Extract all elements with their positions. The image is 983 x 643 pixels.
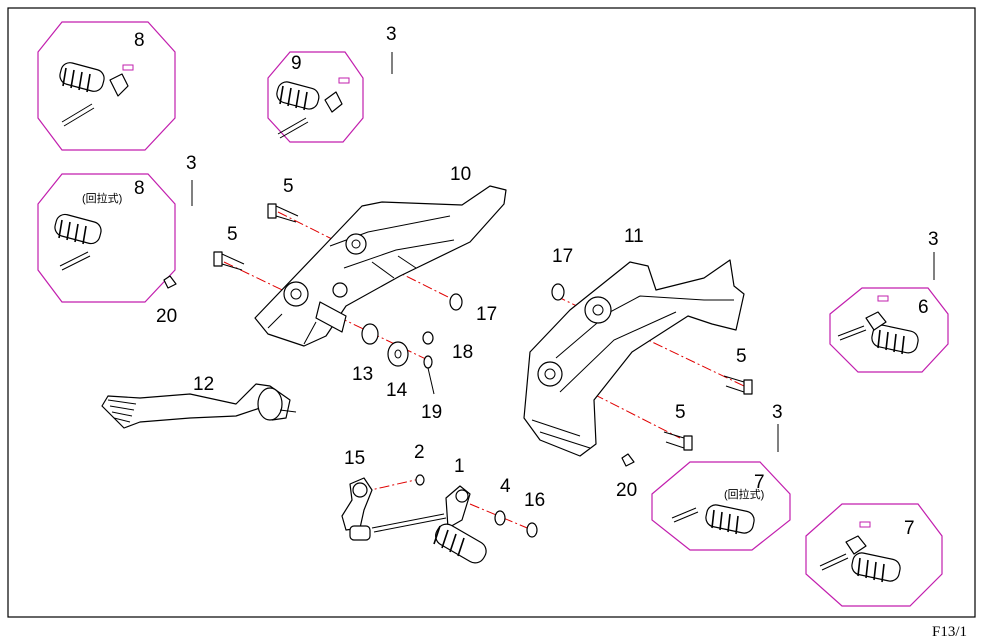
page-code: F13/1 xyxy=(932,624,967,640)
callout-9: 9 xyxy=(291,53,302,74)
callout-3: 3 xyxy=(186,153,197,174)
callout-5: 5 xyxy=(283,176,294,197)
diagram-frame xyxy=(7,7,976,618)
footpeg-kit-8-top xyxy=(37,21,176,151)
callout-3: 3 xyxy=(772,402,783,423)
callout-8: 8 xyxy=(134,30,145,51)
callout-19: 19 xyxy=(421,402,442,423)
left-footrest-bracket xyxy=(254,185,507,347)
callout-7: 7 xyxy=(754,472,765,493)
bolt-5-right-upper xyxy=(723,375,753,395)
callout-3: 3 xyxy=(928,229,939,250)
bolt-5-upper-left xyxy=(267,203,299,223)
callout-labels: 8 9 3 3 8 (回拉式) 20 10 5 5 17 18 13 14 19… xyxy=(82,24,939,539)
callout-15: 15 xyxy=(344,448,365,469)
callout-17: 17 xyxy=(552,246,573,267)
callout-8: 8 xyxy=(134,178,145,199)
footpeg-kit-7 xyxy=(805,503,943,607)
footpeg-kit-7-returnable xyxy=(651,461,791,551)
callout-6: 6 xyxy=(918,297,929,318)
callout-5: 5 xyxy=(736,346,747,367)
callout-3: 3 xyxy=(386,24,397,45)
footpeg-kit-8-returnable xyxy=(37,173,176,303)
washers-and-nuts xyxy=(163,275,635,538)
footpeg-kit-6 xyxy=(829,287,949,373)
callout-16: 16 xyxy=(524,490,545,511)
right-footrest-bracket xyxy=(523,259,745,457)
footpeg-kit-9 xyxy=(267,51,364,143)
callout-11: 11 xyxy=(624,226,644,247)
callout-4: 4 xyxy=(500,476,511,497)
shift-linkage xyxy=(341,477,487,564)
callout-7: 7 xyxy=(904,518,915,539)
callout-13: 13 xyxy=(352,364,373,385)
shift-pedal xyxy=(101,383,297,429)
bolt-5-right-lower xyxy=(663,431,693,451)
callout-1: 1 xyxy=(454,456,465,477)
callout-18: 18 xyxy=(452,342,473,363)
callout-20: 20 xyxy=(616,480,637,501)
callout-10: 10 xyxy=(450,164,471,185)
callout-12: 12 xyxy=(193,374,214,395)
bolt-5-lower-left xyxy=(213,251,245,271)
note-return-type: (回拉式) xyxy=(82,191,122,205)
split-pins-3 xyxy=(191,52,935,452)
callout-17: 17 xyxy=(476,304,497,325)
callout-5: 5 xyxy=(227,224,238,245)
callout-2: 2 xyxy=(414,442,425,463)
callout-5: 5 xyxy=(675,402,686,423)
callout-14: 14 xyxy=(386,380,408,401)
note-return-type: (回拉式) xyxy=(724,487,764,501)
callout-20: 20 xyxy=(156,306,177,327)
